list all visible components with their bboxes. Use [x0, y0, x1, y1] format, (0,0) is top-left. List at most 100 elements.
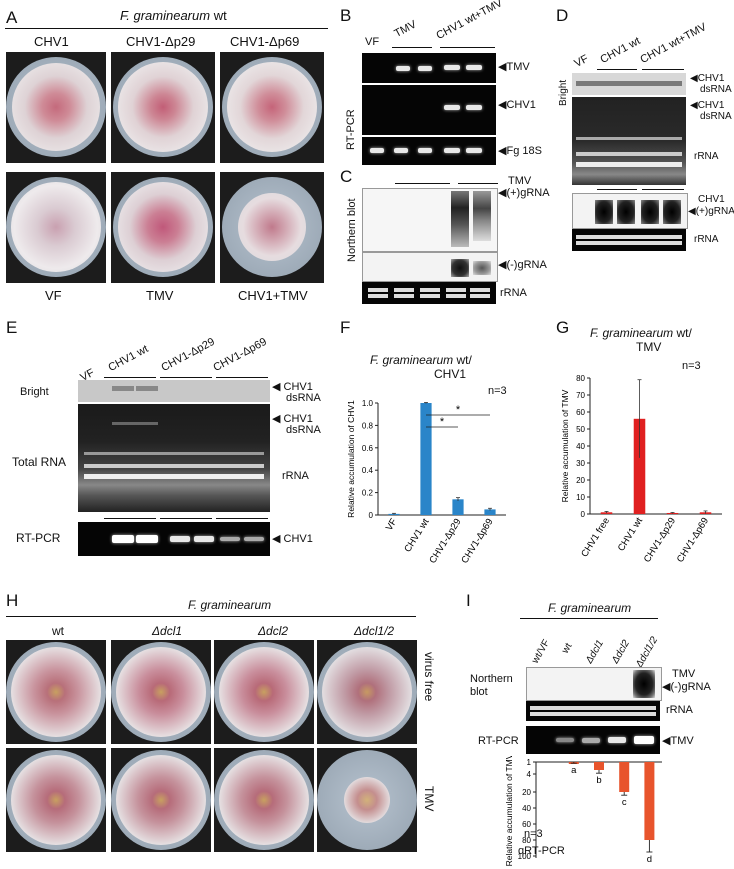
panel-d-gel-bright	[572, 73, 686, 95]
panel-c-blot-negative	[362, 252, 498, 282]
panel-e-row2: ◀ CHV1	[272, 413, 313, 425]
panel-i-gel-rrna	[526, 701, 660, 721]
bar	[594, 762, 604, 770]
panel-h-col-dcl12: Δdcl1/2	[354, 624, 395, 638]
panel-d-blot-line-1	[597, 189, 637, 190]
panel-a-rule	[5, 28, 328, 29]
y-tick-label: 0.6	[362, 444, 374, 453]
significance-letter: d	[647, 854, 652, 865]
y-tick-label: 1	[527, 758, 532, 767]
y-axis-label: Relative accumulation of CHV1	[346, 400, 356, 518]
x-tick-label: CHV1-Δp29	[427, 517, 463, 566]
panel-label-e: E	[6, 318, 18, 337]
bar	[633, 418, 646, 514]
panel-e-lane-chv1: CHV1 wt	[106, 343, 151, 374]
panel-d-lane-chv1-tmv: CHV1 wt+TMV	[638, 21, 709, 66]
panel-c-lane-line-1	[395, 183, 450, 184]
panel-a-top-label-0: CHV1	[34, 34, 69, 49]
panel-b-lane-chv1-tmv: CHV1 wt+TMV	[434, 0, 505, 42]
panel-e-lane-dp29: CHV1-Δp29	[159, 335, 217, 374]
plate-image-h-wt-tmv	[6, 748, 106, 852]
panel-i-qrt: qRT-PCR	[518, 845, 565, 857]
panel-i-lane-1: wt	[560, 641, 575, 656]
panel-e-lane-dp69: CHV1-Δp69	[211, 335, 269, 374]
panel-d-lane-vf: VF	[572, 52, 591, 70]
panel-d-blot-grna-label: ◀(+)gRNA	[688, 206, 734, 217]
panel-e-rt-line-2	[160, 518, 212, 519]
panel-h-row-tmv: TMV	[422, 786, 436, 812]
y-tick-label: 70	[576, 391, 585, 400]
panel-e-gel-bright	[78, 380, 270, 402]
panel-i-n: n=3	[524, 828, 543, 840]
panel-a-header: F. graminearum wt	[120, 8, 227, 23]
panel-h-col-dcl2: Δdcl2	[258, 624, 289, 638]
plate-image-h-dcl2-tmv	[214, 748, 314, 852]
panel-e-row3: rRNA	[282, 470, 309, 482]
panel-h-header: F. graminearum	[188, 598, 272, 612]
bar	[600, 512, 613, 514]
significance-letter: b	[596, 775, 601, 786]
y-tick-label: 1.0	[362, 399, 374, 408]
panel-i-lane-0: wt/VF	[530, 637, 553, 666]
y-tick-label: 0.8	[362, 421, 374, 430]
panel-d-row2b: dsRNA	[700, 111, 732, 122]
significance-mark: *	[456, 404, 461, 416]
chart-g-title-2: TMV	[636, 340, 662, 354]
panel-b-gel-tmv	[362, 53, 496, 83]
x-tick-label: CHV1-Δp69	[459, 517, 495, 566]
panel-b-gel-18s	[362, 137, 496, 165]
panel-b-row-tmv: ◀TMV	[498, 61, 530, 73]
panel-e-row1b: dsRNA	[286, 392, 321, 404]
panel-e-lane-line-1	[104, 377, 156, 378]
panel-d-lane-line-1	[597, 69, 637, 70]
bar	[484, 509, 496, 515]
panel-i-northern-label: Northern blot	[470, 673, 513, 698]
panel-i-lane-3: Δdcl2	[610, 638, 633, 666]
x-tick-label: CHV1 wt	[616, 515, 645, 553]
panel-e-lane-line-2	[160, 377, 212, 378]
panel-e-row4: ◀ CHV1	[272, 533, 313, 545]
panel-c-label-neg-grna: ◀(-)gRNA	[498, 259, 547, 271]
panel-e-gel-rtpcr	[78, 522, 270, 556]
panel-a-top-label-2: CHV1-Δp69	[230, 34, 300, 49]
significance-letter: c	[622, 797, 627, 808]
panel-c-gel-rrna	[362, 282, 496, 304]
y-tick-label: 0.4	[362, 466, 374, 475]
panel-d-blot-chv1-label: CHV1	[698, 194, 725, 205]
panel-e-gel-total	[78, 404, 270, 512]
panel-label-h: H	[6, 591, 19, 610]
chart-g-n: n=3	[682, 360, 701, 372]
plate-image-h-wt-vf	[6, 640, 106, 744]
y-tick-label: 40	[576, 442, 585, 451]
panel-e-row2b: dsRNA	[286, 424, 321, 436]
plate-image-tmv	[111, 172, 215, 283]
x-tick-label: CHV1-Δp69	[675, 516, 711, 565]
y-tick-label: 50	[576, 425, 585, 434]
y-tick-label: 20	[522, 788, 531, 797]
panel-b-lane-tmv: TMV	[392, 18, 419, 40]
panel-c-label-pos-grna: ◀(+)gRNA	[498, 187, 550, 199]
panel-b-gel-chv1	[362, 85, 496, 135]
panel-i-lane-4: Δdcl1/2	[634, 635, 661, 670]
panel-c-blot-positive	[362, 188, 498, 252]
plate-image-h-dcl2-vf	[214, 640, 314, 744]
panel-a-bottom-label-1: TMV	[146, 288, 174, 303]
panel-i-blot	[526, 667, 662, 701]
y-tick-label: 0	[581, 510, 586, 519]
y-tick-label: 20	[576, 476, 585, 485]
panel-i-gel-rtpcr	[526, 726, 660, 754]
bar	[619, 762, 630, 792]
panel-b-row-chv1: ◀CHV1	[498, 99, 536, 111]
panel-e-bright-label: Bright	[20, 386, 49, 398]
panel-e-lane-line-3	[216, 377, 268, 378]
panel-e-rt-line-3	[216, 518, 268, 519]
bar	[420, 403, 432, 515]
panel-b-row-18s: ◀Fg 18S	[498, 145, 542, 157]
panel-d-blot-line-2	[642, 189, 684, 190]
significance-mark: *	[440, 416, 445, 428]
plate-image-h-dcl12-vf	[317, 640, 417, 744]
panel-d-bright-label: Bright	[558, 79, 569, 106]
panel-d-blot-chv1	[572, 193, 688, 229]
